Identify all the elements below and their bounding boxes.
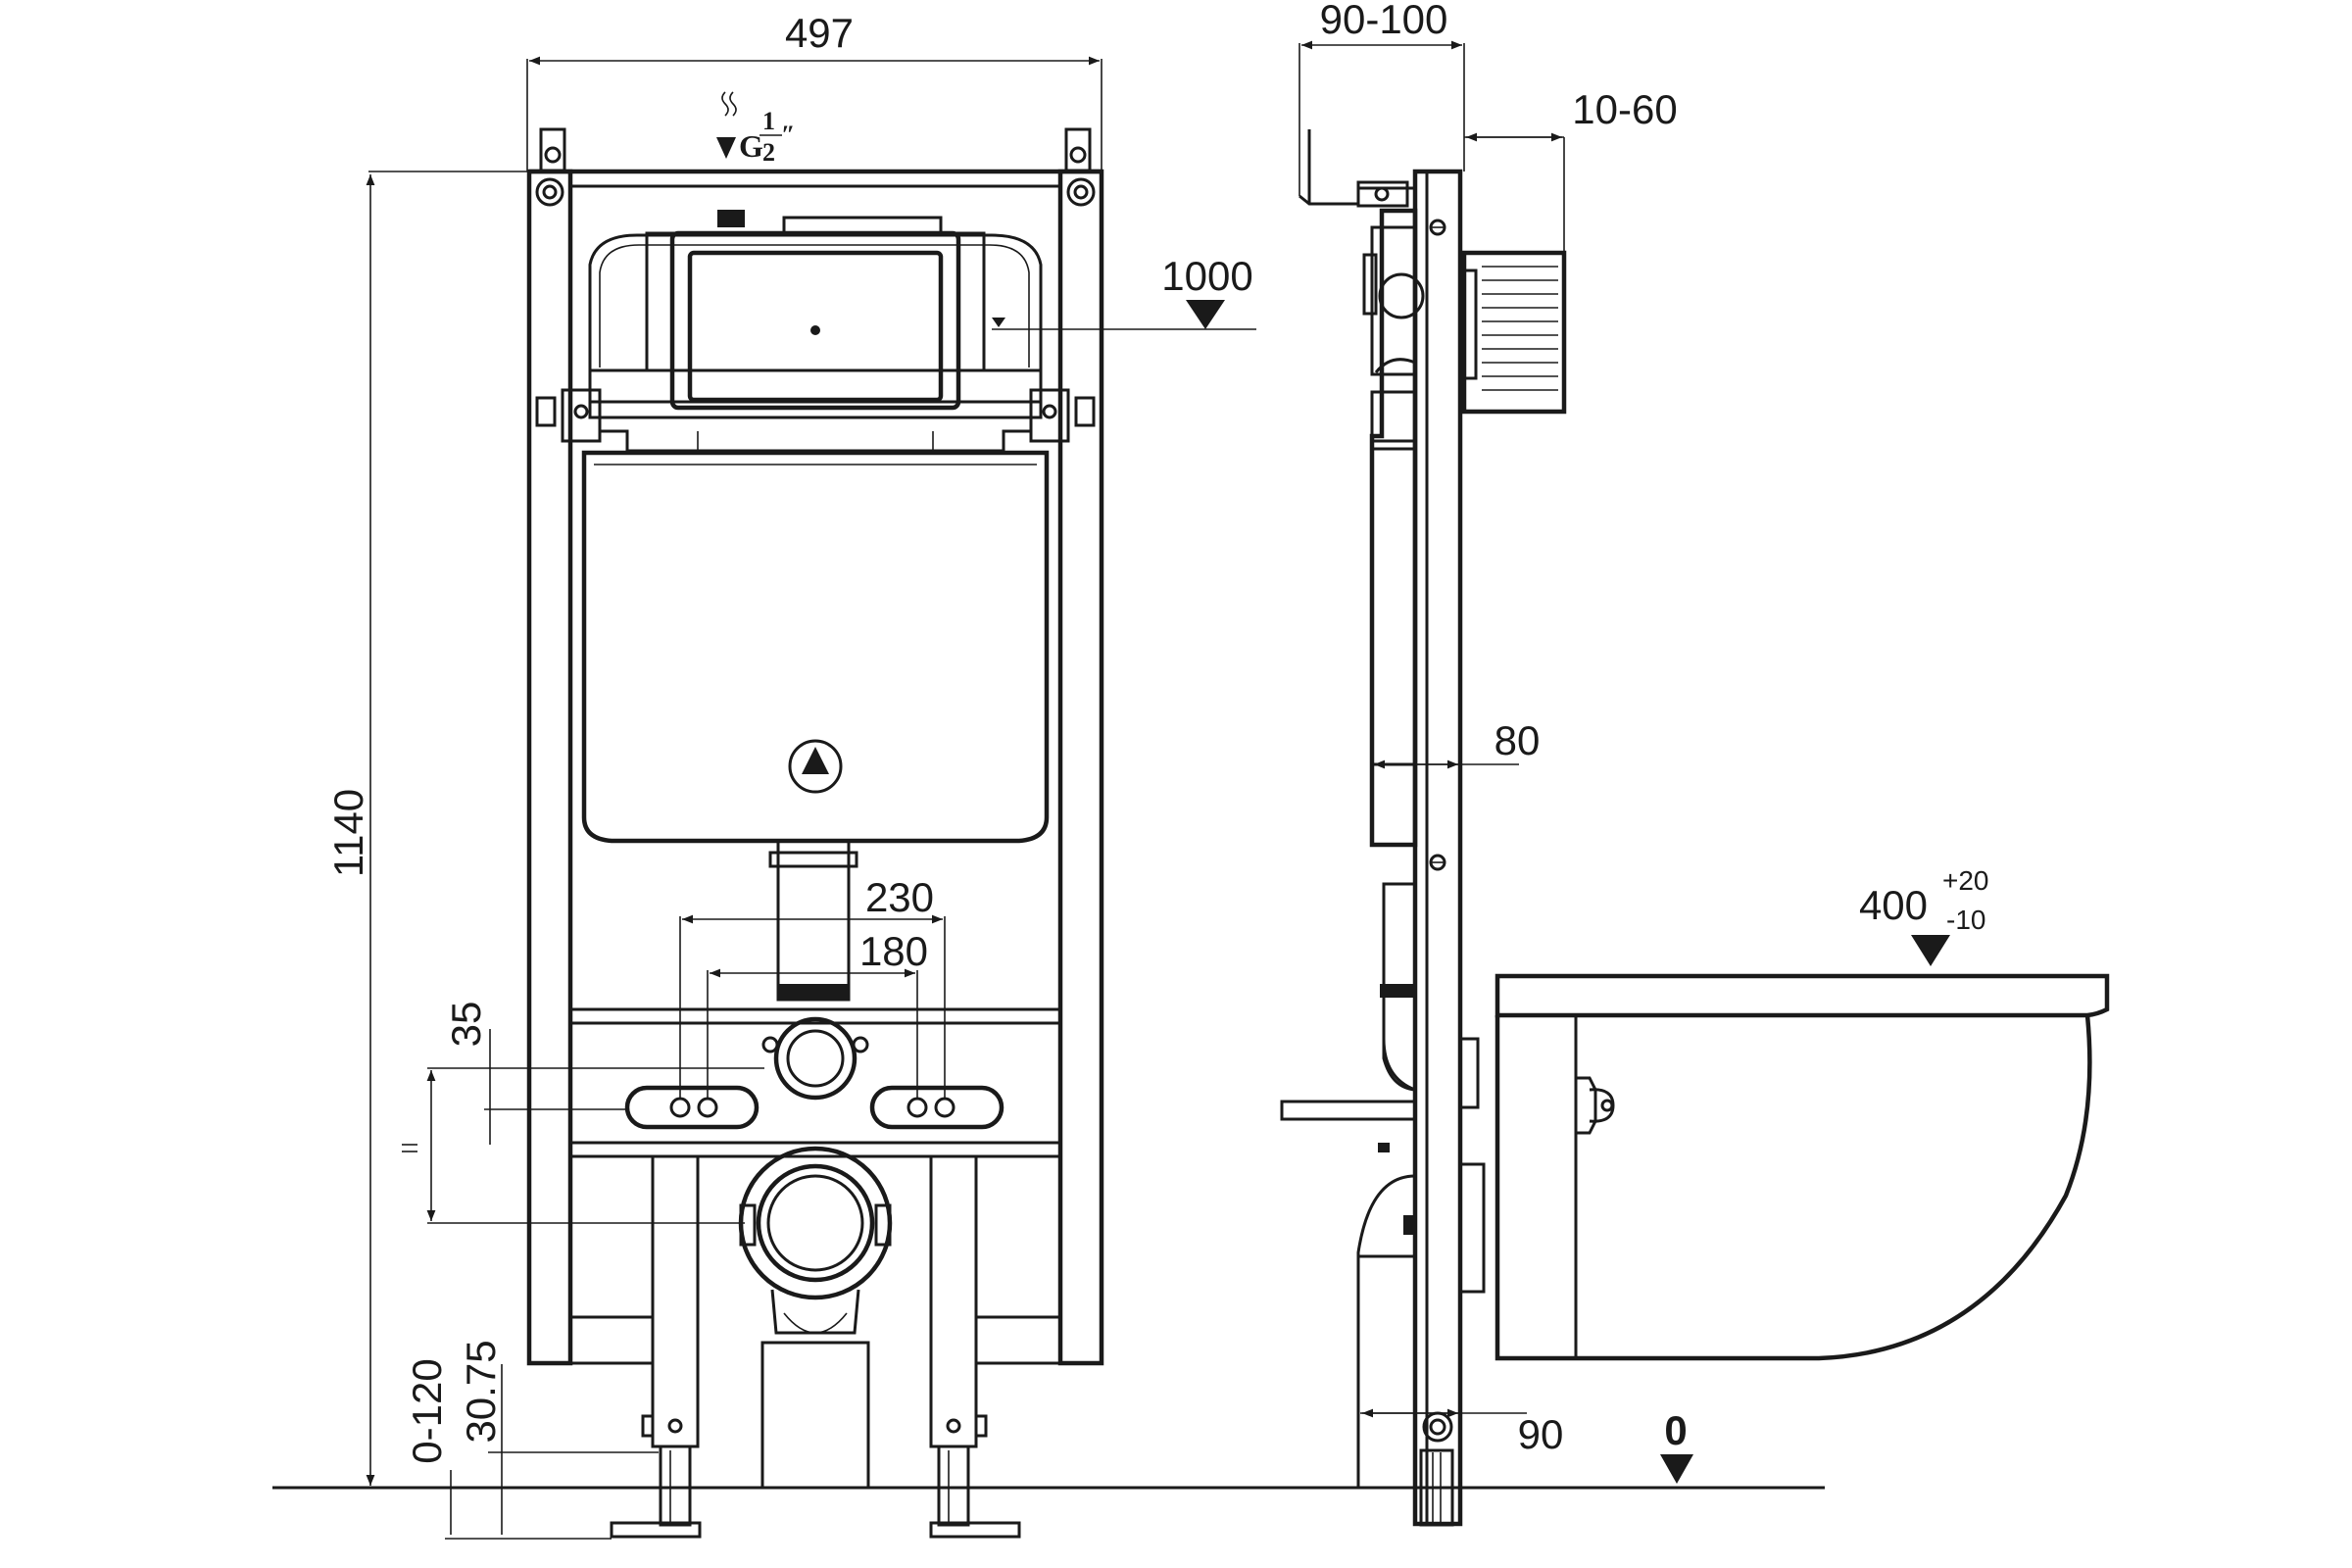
- side-cistern: [1369, 208, 1418, 848]
- inlet-fraction-num: 1: [762, 107, 775, 135]
- side-view: 90-100 10-60: [992, 0, 2110, 1527]
- toilet-bowl: [1494, 973, 2110, 1361]
- leg-right: [929, 1154, 978, 1448]
- leg-offset-label: 30.75: [458, 1340, 504, 1443]
- side-frame-post: [1412, 169, 1463, 1527]
- bowl-tol-minus: -10: [1946, 905, 1985, 935]
- flush-plate-side: [1461, 250, 1567, 415]
- bowl-tol-plus: +20: [1942, 865, 1989, 896]
- actuator-plate-outline: [669, 230, 961, 411]
- bolt-inner-label: 180: [859, 928, 928, 974]
- bolt-slot-left: [624, 1085, 760, 1130]
- floor-level-marker: [1660, 1454, 1693, 1484]
- bolt-offset-label: 35: [443, 1002, 489, 1048]
- drain-pipe: [776, 839, 851, 1002]
- actuator-plate: [687, 250, 944, 403]
- flush-valve-housing: [535, 210, 1096, 453]
- cistern-level-marker: [1186, 300, 1225, 329]
- leg-left: [651, 1154, 700, 1448]
- frame-depth-label: 80: [1494, 717, 1541, 763]
- inlet-fraction-den: 2: [762, 138, 775, 167]
- bowl-height-label: 400: [1859, 882, 1928, 928]
- height-label: 1140: [325, 789, 371, 877]
- cistern-tank: [581, 450, 1050, 844]
- bolt-slot-right: [869, 1085, 1004, 1130]
- waste-outlet: [738, 1146, 893, 1490]
- water-inlet-symbol: G 1 2 ″: [716, 91, 795, 167]
- frame-right-post: [1057, 169, 1104, 1366]
- frame-left-post: [526, 169, 573, 1366]
- floor-level-label: 0: [1664, 1407, 1687, 1453]
- front-view: 497 G 1 2 ″: [325, 10, 1104, 1540]
- inlet-thread-label: G: [739, 128, 763, 164]
- side-waste-pipe: [1356, 1174, 1416, 1490]
- plate-depth-label: 10-60: [1572, 86, 1677, 132]
- side-shelf: [1280, 1100, 1417, 1121]
- brand-logo-icon: [788, 739, 843, 794]
- bowl-height-marker: [1911, 935, 1950, 966]
- cistern-level-label: 1000: [1161, 253, 1252, 299]
- foot-depth-label: 90: [1518, 1411, 1564, 1457]
- inlet-fraction-mark: ″: [781, 121, 795, 149]
- top-depth-label: 90-100: [1320, 0, 1448, 42]
- width-label: 497: [785, 10, 854, 56]
- leg-range-label: 0-120: [404, 1358, 450, 1463]
- bolt-outer-label: 230: [865, 874, 934, 920]
- mounting-crossbar: [568, 1007, 1062, 1158]
